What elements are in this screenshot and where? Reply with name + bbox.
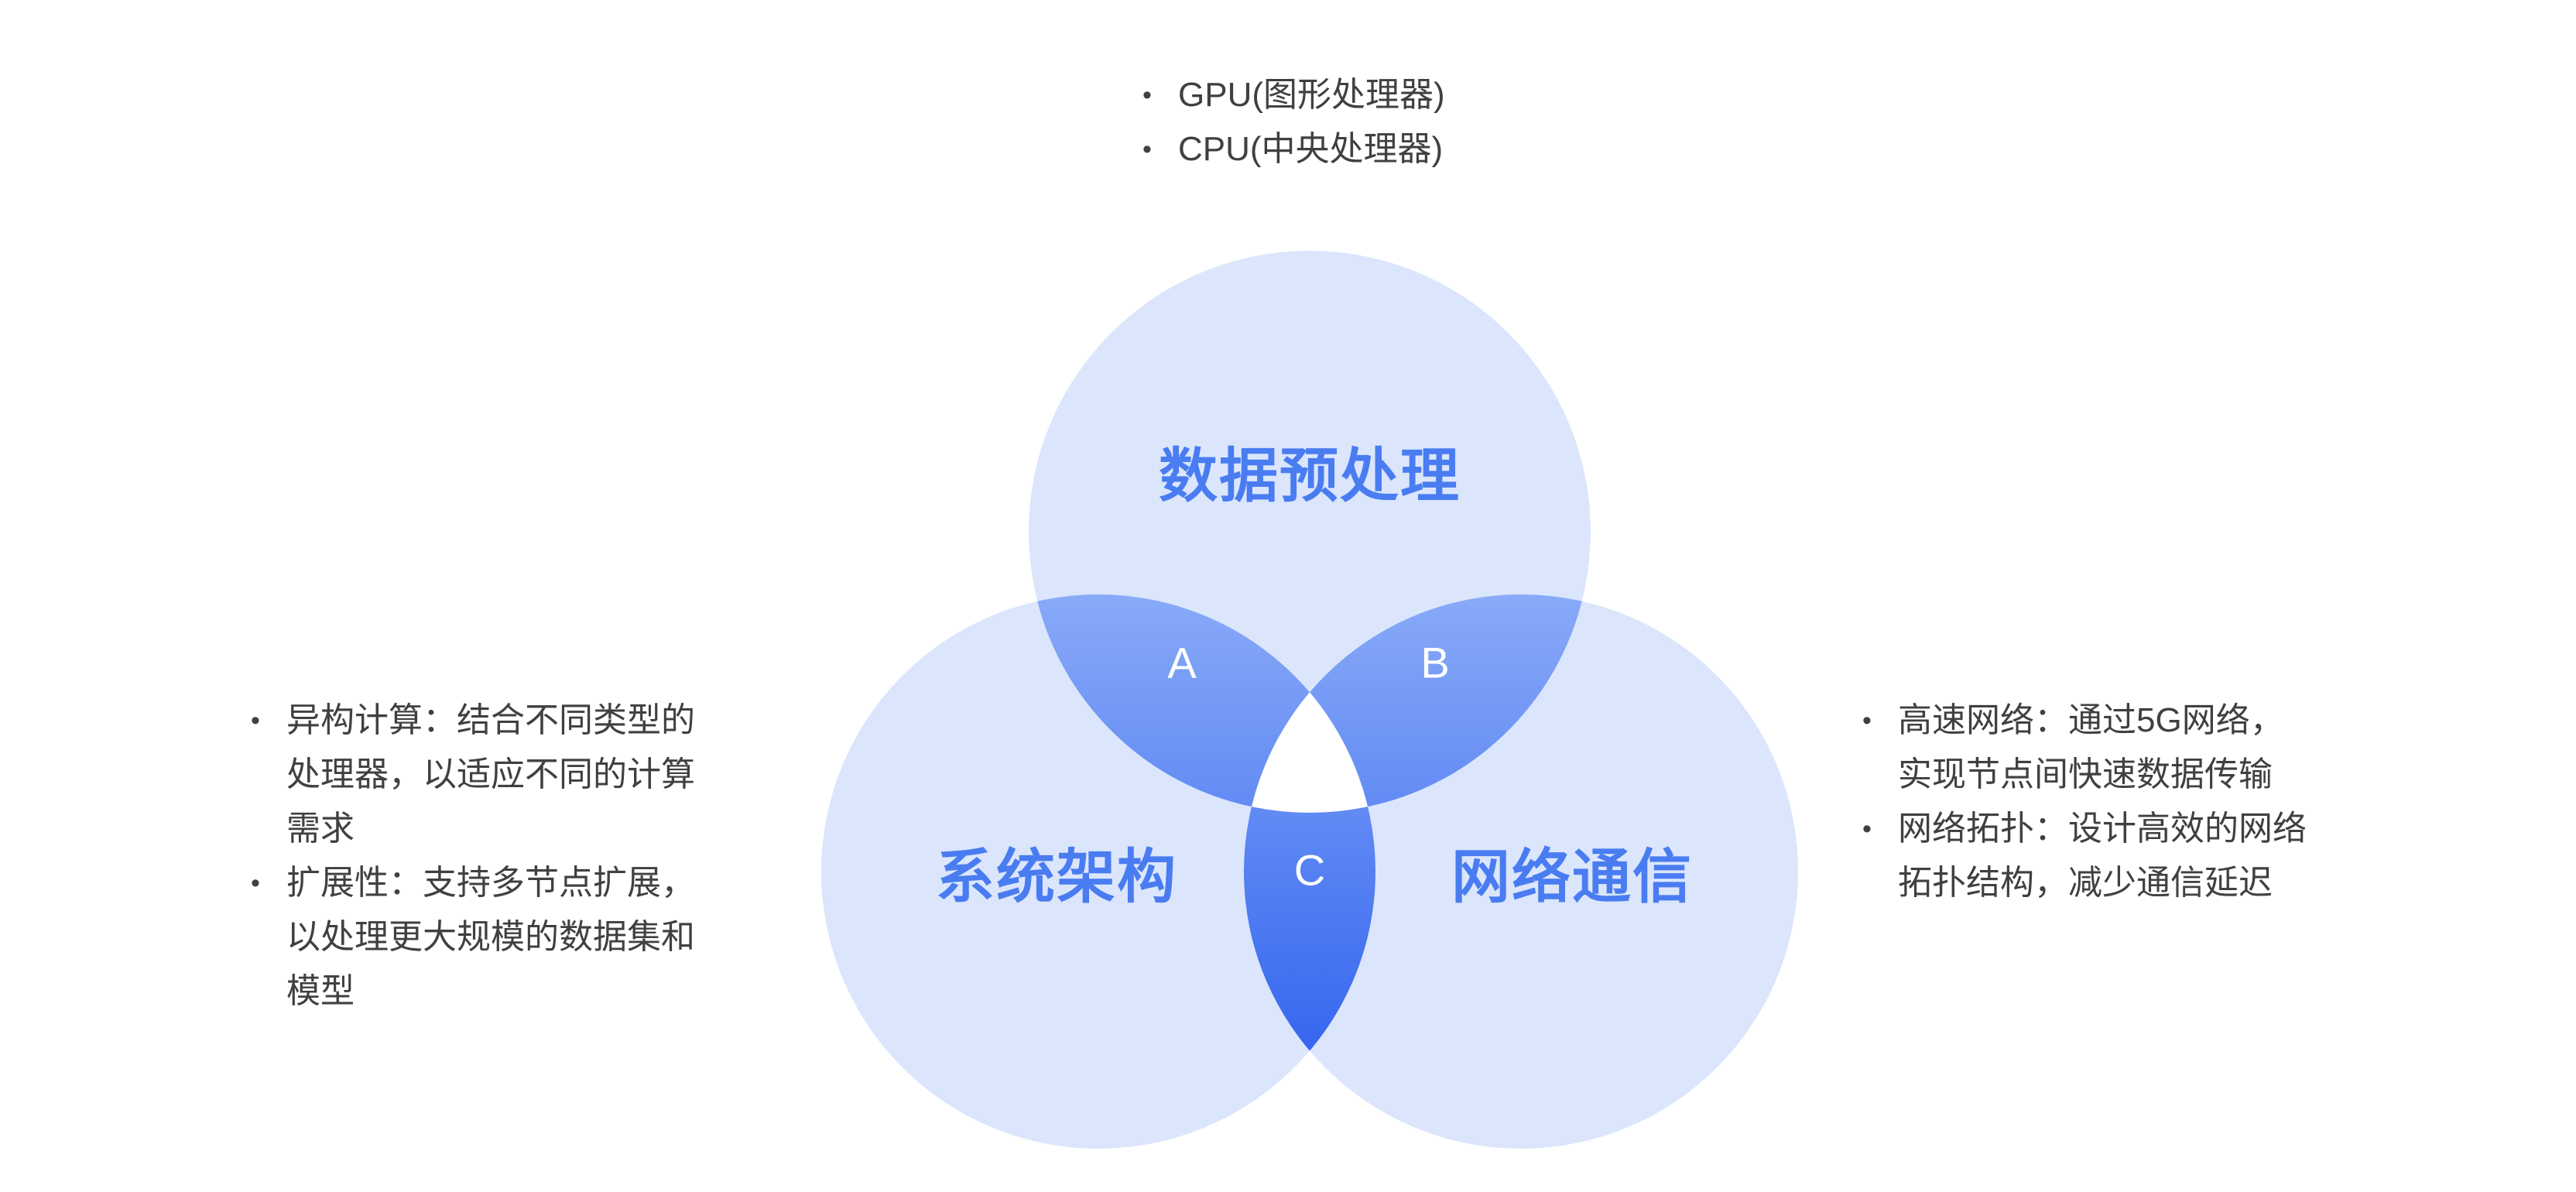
circle-title-left: 系统架构 — [936, 844, 1177, 910]
intersection-label-c: C — [1293, 845, 1326, 895]
list-item: • 网络拓扑：设计高效的网络拓扑结构，减少通信延迟 — [1862, 802, 2312, 910]
list-item-text: 高速网络：通过5G网络，实现节点间快速数据传输 — [1898, 701, 2284, 793]
bullet-icon: • — [251, 868, 260, 898]
intersection-label-b: B — [1420, 638, 1450, 687]
left-feature-list: • 异构计算：结合不同类型的处理器，以适应不同的计算需求 • 扩展性：支持多节点… — [251, 694, 701, 1019]
lens-a-shape — [1029, 594, 1375, 813]
top-feature-list: • GPU(图形处理器) • CPU(中央处理器) — [1142, 68, 1445, 176]
list-item: • 扩展性：支持多节点扩展，以处理更大规模的数据集和模型 — [251, 856, 701, 1019]
list-item-text: 异构计算：结合不同类型的处理器，以适应不同的计算需求 — [286, 701, 695, 848]
lens-b-shape — [1244, 594, 1591, 813]
bullet-icon: • — [1862, 706, 1872, 735]
list-item: • 异构计算：结合不同类型的处理器，以适应不同的计算需求 — [251, 694, 701, 856]
circle-title-top: 数据预处理 — [1159, 444, 1461, 509]
bullet-icon: • — [251, 706, 260, 735]
list-item-text: CPU(中央处理器) — [1178, 130, 1444, 168]
bullet-icon: • — [1862, 814, 1872, 844]
circle-title-right: 网络通信 — [1451, 844, 1693, 910]
list-item-text: 网络拓扑：设计高效的网络拓扑结构，减少通信延迟 — [1898, 810, 2307, 902]
list-item-text: GPU(图形处理器) — [1178, 76, 1445, 114]
bullet-icon: • — [1142, 80, 1152, 110]
list-item: • 高速网络：通过5G网络，实现节点间快速数据传输 — [1862, 694, 2312, 802]
list-item-text: 扩展性：支持多节点扩展，以处理更大规模的数据集和模型 — [286, 864, 695, 1010]
intersection-label-a: A — [1167, 638, 1197, 687]
right-feature-list: • 高速网络：通过5G网络，实现节点间快速数据传输 • 网络拓扑：设计高效的网络… — [1862, 694, 2312, 910]
list-item: • CPU(中央处理器) — [1142, 122, 1445, 176]
list-item: • GPU(图形处理器) — [1142, 68, 1445, 122]
bullet-icon: • — [1142, 135, 1152, 164]
